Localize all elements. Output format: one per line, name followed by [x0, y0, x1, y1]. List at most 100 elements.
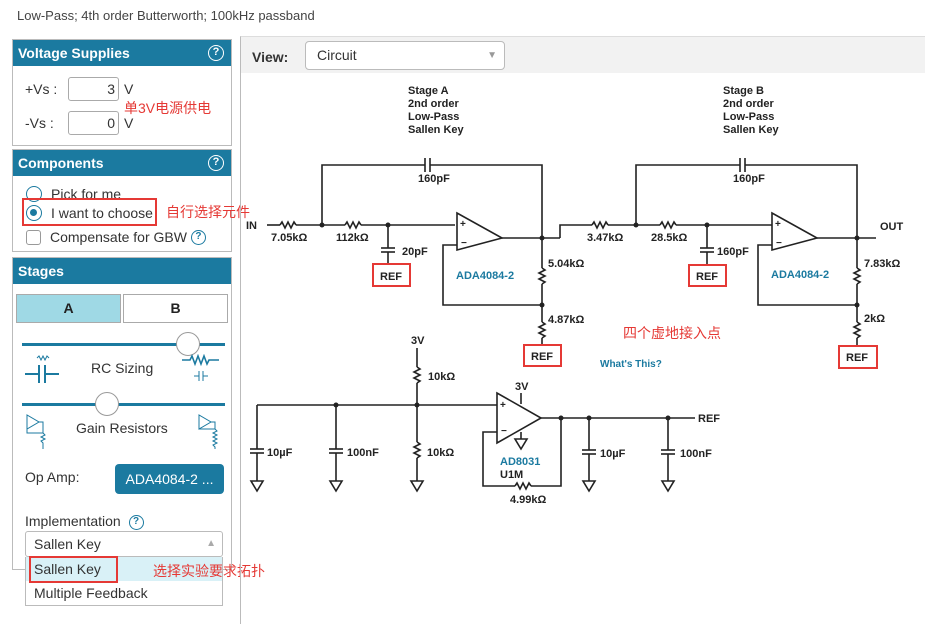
op-amp-select-button[interactable]: ADA4084-2 ... [115, 464, 224, 494]
c-out1-value: 10µF [600, 448, 626, 460]
chevron-up-icon: ▲ [206, 538, 216, 549]
stage-b-title-line: Stage B [723, 85, 764, 97]
radio-button[interactable] [26, 205, 42, 221]
ref-generator-circuit: 3V 10kΩ 10µF 100nF 10kΩ + − 3V AD8031 [249, 335, 720, 506]
radio-label: I want to choose [51, 205, 153, 221]
dropdown-option-sallen-key[interactable]: Sallen Key [26, 557, 222, 581]
op-amp-label: Op Amp: [25, 469, 80, 485]
ref-highlight [523, 344, 562, 367]
implementation-select[interactable]: Sallen Key ▲ [25, 531, 223, 557]
compensate-gbw-checkbox-row[interactable]: Compensate for GBW ? [26, 229, 206, 245]
topology-annotation: 选择实验要求拓扑 [153, 563, 265, 579]
pos-supply-row: +Vs : V [25, 77, 133, 101]
ref-label: REF [531, 351, 553, 363]
buffer-opamp-label: AD8031 [500, 456, 540, 468]
rc-sizing-label: RC Sizing [91, 360, 154, 376]
stage-a-title-line: Low-Pass [408, 111, 459, 123]
pos-supply-input[interactable] [68, 77, 119, 101]
stage-a-title-line: 2nd order [408, 98, 459, 110]
svg-text:−: − [461, 238, 467, 249]
stage-a-circuit: IN 7.05kΩ 112kΩ 160pF 20pF REF + − ADA40… [246, 158, 585, 367]
virtual-ground-annotation: 四个虚地接入点 [623, 325, 721, 341]
resistor-buffer-feedback [514, 481, 532, 491]
high-gain-resistor-icon [198, 414, 219, 449]
gain-resistors-slider[interactable] [22, 392, 225, 416]
c1-value: 10µF [267, 447, 293, 459]
radio-i-want-to-choose[interactable]: I want to choose [26, 205, 153, 221]
circuit-view-area: View: Circuit ▼ [240, 36, 925, 624]
view-select[interactable]: Circuit ▼ [305, 41, 505, 70]
highlight-box [29, 556, 118, 583]
r-feedback-value: 4.99kΩ [510, 494, 547, 506]
help-icon[interactable]: ? [208, 155, 224, 171]
tab-stage-a[interactable]: A [16, 294, 121, 323]
svg-text:−: − [776, 238, 782, 249]
resistor-divider-bottom [412, 441, 422, 459]
components-panel: Components ? Pick for me I want to choos… [12, 149, 232, 252]
r2-b-value: 28.5kΩ [651, 232, 688, 244]
c-out2-value: 100nF [680, 448, 712, 460]
opamp-b-label: ADA4084-2 [771, 269, 829, 281]
resistor-r1 [279, 220, 297, 230]
stage-b-title-line: Sallen Key [723, 124, 780, 136]
r-bottom-value: 10kΩ [427, 447, 454, 459]
c2-value: 100nF [347, 447, 379, 459]
help-icon[interactable]: ? [128, 514, 144, 530]
stage-b-title-line: Low-Pass [723, 111, 774, 123]
r1-b-value: 3.47kΩ [587, 232, 624, 244]
c-ground-value: 20pF [402, 246, 428, 258]
help-icon[interactable]: ? [190, 229, 206, 245]
voltage-supplies-title: Voltage Supplies [18, 45, 130, 61]
implementation-value: Sallen Key [34, 536, 101, 552]
stages-title: Stages [18, 263, 64, 279]
resistor-r1-b [591, 220, 609, 230]
stages-header: Stages [13, 258, 231, 284]
neg-supply-row: -Vs : V [25, 111, 133, 135]
c-feedback-b-value: 160pF [733, 173, 765, 185]
slider-handle[interactable] [176, 332, 201, 356]
svg-text:+: + [460, 219, 466, 230]
opamp-a-symbol [456, 211, 505, 252]
rf-b-value: 7.83kΩ [864, 258, 901, 270]
resistor-r2 [344, 220, 362, 230]
components-title: Components [18, 155, 104, 171]
rc-sizing-slider[interactable] [22, 332, 225, 356]
capacitor-large-icon [25, 355, 59, 383]
ref-output-label: REF [698, 413, 720, 425]
ref-highlight [688, 264, 727, 287]
components-header: Components ? [13, 150, 231, 176]
resistor-rf [537, 267, 547, 285]
r-top-value: 10kΩ [428, 371, 455, 383]
resistor-rf-b [852, 267, 862, 285]
pos-supply-label: +Vs : [25, 81, 58, 97]
chevron-down-icon: ▼ [487, 50, 497, 61]
stage-a-title-line: Stage A [408, 85, 449, 97]
pos-supply-unit: V [124, 81, 134, 97]
neg-supply-label: -Vs : [25, 115, 54, 131]
whats-this-link[interactable]: What's This? [600, 359, 662, 370]
view-label: View: [252, 49, 289, 65]
dropdown-option-multiple-feedback[interactable]: Multiple Feedback [34, 585, 148, 601]
neg-supply-input[interactable] [68, 111, 119, 135]
ref-label: REF [696, 271, 718, 283]
ref-label: REF [846, 352, 868, 364]
stages-panel: Stages A B RC Sizing Gain Resistors Op A… [12, 257, 232, 570]
ref-highlight [838, 345, 878, 369]
supply-annotation: 单3V电源供电 [124, 100, 212, 116]
compensate-gbw-checkbox[interactable] [26, 229, 41, 245]
filter-summary: Low-Pass; 4th order Butterworth; 100kHz … [17, 8, 315, 23]
slider-handle[interactable] [95, 392, 120, 416]
neg-supply-unit: V [124, 115, 134, 131]
stage-tabs: A B [16, 294, 228, 323]
tab-stage-b[interactable]: B [123, 294, 228, 323]
voltage-supplies-header: Voltage Supplies ? [13, 40, 231, 66]
compensate-gbw-label: Compensate for GBW [50, 229, 187, 245]
resistor-rg-b [852, 321, 862, 339]
stage-a-title: Stage A 2nd order Low-Pass Sallen Key [408, 85, 465, 136]
implementation-label-row: Implementation ? [25, 513, 144, 530]
ref-highlight [372, 263, 411, 287]
low-gain-resistor-icon [26, 414, 47, 449]
help-icon[interactable]: ? [208, 45, 224, 61]
input-label: IN [246, 220, 257, 232]
rf-value: 5.04kΩ [548, 258, 585, 270]
